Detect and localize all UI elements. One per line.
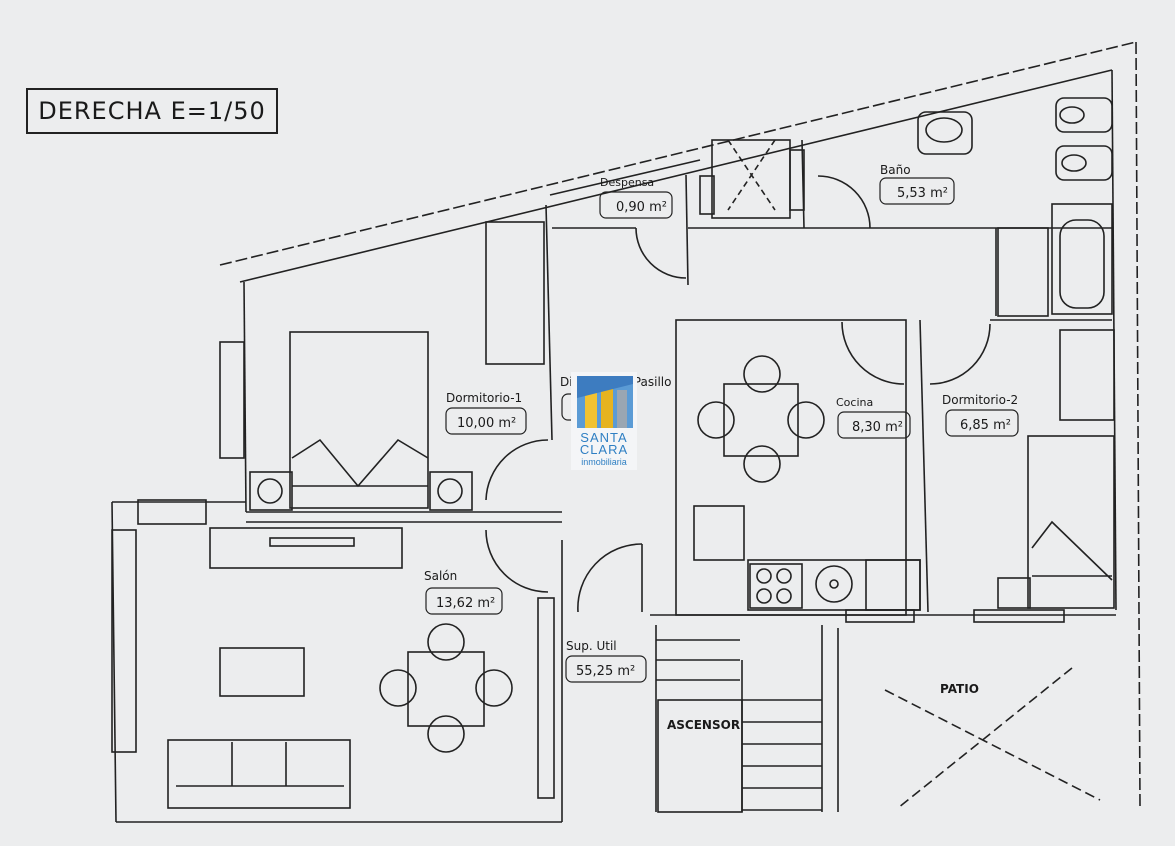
nightstand-dorm2 bbox=[997, 577, 1031, 609]
bed-pillow-dorm2 bbox=[1031, 520, 1113, 581]
area-bano: 5,53 m² bbox=[897, 186, 948, 201]
label-patio: PATIO bbox=[940, 682, 979, 696]
nightstand-right bbox=[429, 471, 473, 511]
wall-despensa-right bbox=[685, 174, 689, 286]
label-despensa: Despensa bbox=[600, 176, 654, 189]
bidet bbox=[1055, 145, 1113, 181]
patio-diag-1 bbox=[884, 689, 1101, 801]
plan-title: DERECHA E=1/50 bbox=[26, 88, 278, 134]
stairs-steps bbox=[656, 639, 822, 812]
bed-dorm1 bbox=[289, 331, 429, 509]
bath-cabinet bbox=[997, 227, 1049, 317]
wall-bath-left bbox=[801, 139, 805, 229]
wall-left-dorm1 bbox=[243, 281, 247, 513]
toilet bbox=[1055, 97, 1113, 133]
label-salon: Salón bbox=[424, 569, 457, 583]
label-bano: Baño bbox=[880, 163, 911, 177]
elevator bbox=[657, 699, 743, 813]
door-dorm1 bbox=[485, 439, 549, 501]
shaft-x2 bbox=[727, 139, 776, 211]
radiator-salon bbox=[537, 597, 555, 799]
hob bbox=[749, 563, 803, 609]
door-entry bbox=[577, 543, 643, 613]
label-sup-util: Sup. Util bbox=[566, 639, 617, 653]
area-cocina: 8,30 m² bbox=[852, 420, 903, 435]
fridge bbox=[693, 505, 745, 561]
area-dormitorio-1: 10,00 m² bbox=[457, 416, 516, 431]
sofa bbox=[167, 739, 351, 809]
wall-dorm2-left bbox=[919, 319, 929, 613]
coffee-table bbox=[219, 647, 305, 697]
window-salon bbox=[111, 529, 137, 753]
wall-dorm1-right bbox=[545, 204, 553, 441]
area-box-dormitorio-1 bbox=[445, 407, 527, 435]
area-box-salon bbox=[425, 587, 503, 615]
nightstand-left bbox=[249, 471, 293, 511]
area-box-despensa bbox=[599, 191, 673, 219]
label-dormitorio-1: Dormitorio-1 bbox=[446, 391, 522, 405]
dining-table-kitchen bbox=[723, 383, 799, 457]
area-dormitorio-2: 6,85 m² bbox=[960, 418, 1011, 433]
logo-text: SANTA CLARA inmobiliaria bbox=[571, 430, 637, 468]
door-kitchen bbox=[841, 321, 905, 385]
boundary-right bbox=[1135, 41, 1141, 807]
wardrobe-dorm1 bbox=[485, 221, 545, 365]
area-box-sup-util bbox=[565, 655, 647, 683]
logo-line-1: SANTA bbox=[580, 430, 628, 445]
logo bbox=[571, 372, 637, 470]
label-dormitorio-2: Dormitorio-2 bbox=[942, 393, 1018, 407]
logo-graphic bbox=[577, 376, 633, 428]
window-despensa bbox=[699, 175, 715, 215]
patio-diag-2 bbox=[897, 667, 1073, 809]
wardrobe-dorm2 bbox=[1059, 329, 1115, 421]
window-bath bbox=[789, 149, 805, 211]
door-dorm2 bbox=[929, 323, 991, 385]
room-labels: Despensa 0,90 m² Baño 5,53 m² Dormitorio… bbox=[424, 163, 1019, 732]
logo-line-3: inmobiliaria bbox=[581, 457, 627, 467]
area-salon: 13,62 m² bbox=[436, 596, 495, 611]
bathtub bbox=[1051, 203, 1113, 315]
tv-unit bbox=[209, 527, 403, 569]
washbasin bbox=[917, 111, 973, 155]
label-cocina: Cocina bbox=[836, 396, 873, 409]
window-dorm1 bbox=[219, 341, 245, 459]
boundary-diagonal-inner bbox=[239, 69, 1113, 283]
dining-table-salon bbox=[407, 651, 485, 727]
boundary-diagonal-outer bbox=[219, 41, 1137, 266]
window-dorm2 bbox=[973, 609, 1065, 623]
area-despensa: 0,90 m² bbox=[616, 200, 667, 215]
door-despensa bbox=[635, 227, 687, 279]
window-kitchen bbox=[845, 609, 915, 623]
door-salon bbox=[485, 529, 549, 593]
bed-dorm2 bbox=[1027, 435, 1115, 609]
bed-pillows-dorm1 bbox=[291, 438, 429, 488]
sink bbox=[815, 565, 853, 603]
kitchen-walls bbox=[675, 319, 907, 616]
area-box-cocina bbox=[837, 411, 911, 439]
window-salon-top bbox=[137, 499, 207, 525]
door-bath bbox=[817, 175, 871, 229]
value-sup-util: 55,25 m² bbox=[576, 664, 635, 679]
logo-line-2: CLARA bbox=[579, 442, 629, 457]
wall-despensa-top bbox=[549, 159, 701, 196]
label-ascensor: ASCENSOR bbox=[667, 718, 740, 732]
area-box-bano bbox=[879, 177, 955, 205]
area-box-dormitorio-2 bbox=[945, 409, 1019, 437]
